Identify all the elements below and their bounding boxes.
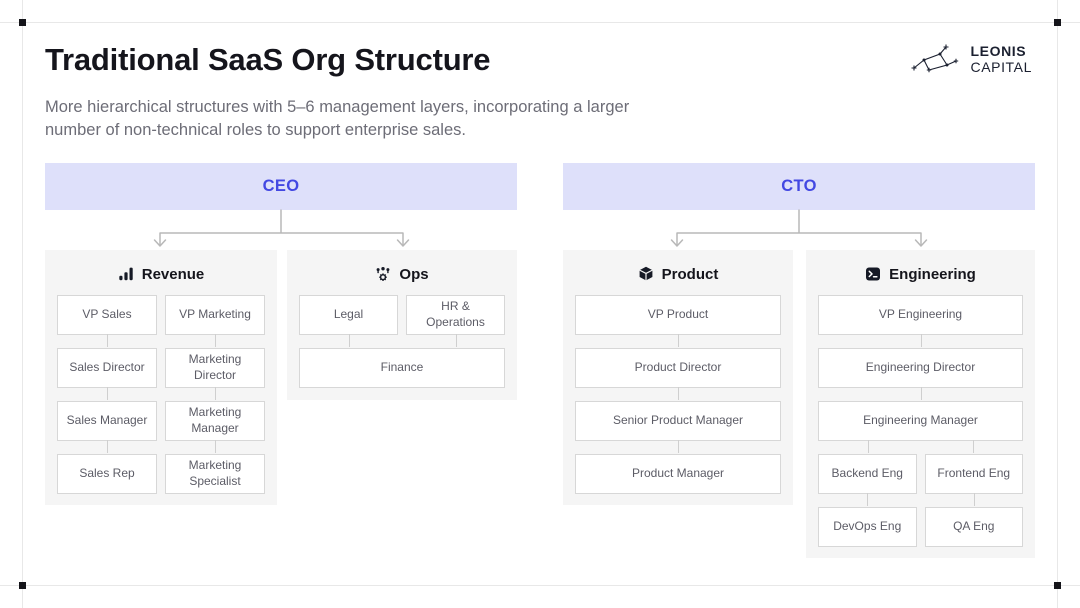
role-box-sales-director: Sales Director <box>57 348 157 400</box>
role-box-backend-eng: Backend Eng <box>818 454 917 506</box>
frame-handle-bottom-right[interactable] <box>1054 582 1061 589</box>
subtitle-line: More hierarchical structures with 5–6 ma… <box>45 98 630 116</box>
dept-header-engineering: Engineering <box>806 250 1035 295</box>
team-gear-icon <box>375 266 391 282</box>
role-box-engineering-director: Engineering Director <box>818 348 1023 400</box>
constellation-icon <box>909 40 961 78</box>
role-box-vp-sales: VP Sales <box>57 295 157 347</box>
role-box-marketing-director: Marketing Director <box>165 348 265 400</box>
frame-handle-bottom-left[interactable] <box>19 582 26 589</box>
role-box-vp-marketing: VP Marketing <box>165 295 265 347</box>
dept-title: Revenue <box>141 265 205 283</box>
dept-header-revenue: Revenue <box>45 250 277 295</box>
subtitle-line: number of non-technical roles to support… <box>45 121 466 139</box>
logo-line-2: CAPITAL <box>970 59 1032 75</box>
dept-panel-ops: Ops Legal HR & Operations Finance <box>287 250 517 400</box>
dept-panel-product: Product VP Product Product Director Seni… <box>563 250 793 505</box>
dept-title: Ops <box>399 265 429 283</box>
role-box-sales-manager: Sales Manager <box>57 401 157 453</box>
dept-title: Product <box>661 265 719 283</box>
role-box-vp-engineering: VP Engineering <box>818 295 1023 347</box>
role-box-marketing-specialist: Marketing Specialist <box>165 454 265 494</box>
logo-line-1: LEONIS <box>970 43 1027 59</box>
role-box-frontend-eng: Frontend Eng <box>924 454 1023 506</box>
frame-crop-line-left <box>22 0 23 608</box>
exec-box-cto: CTO <box>563 163 1035 210</box>
role-box-finance: Finance <box>299 348 505 388</box>
role-box-devops-eng: DevOps Eng <box>818 507 917 547</box>
role-box-product-director: Product Director <box>575 348 781 400</box>
dept-header-ops: Ops <box>287 250 517 295</box>
terminal-icon <box>865 266 881 282</box>
exec-box-ceo: CEO <box>45 163 517 210</box>
role-box-engineering-manager: Engineering Manager <box>818 401 1023 453</box>
frame-crop-line-right <box>1057 0 1058 608</box>
bar-chart-icon <box>118 266 134 282</box>
role-box-legal: Legal <box>299 295 398 347</box>
page-title: Traditional SaaS Org Structure <box>45 42 491 77</box>
frame-crop-line-bottom <box>0 585 1080 586</box>
role-box-product-manager: Product Manager <box>575 454 781 494</box>
cube-icon <box>638 266 654 282</box>
frame-handle-top-right[interactable] <box>1054 19 1061 26</box>
role-box-qa-eng: QA Eng <box>924 507 1023 547</box>
dept-title: Engineering <box>889 265 976 283</box>
role-box-vp-product: VP Product <box>575 295 781 347</box>
leonis-capital-logo: LEONIS CAPITAL <box>909 40 1032 78</box>
dept-header-product: Product <box>563 250 793 295</box>
frame-handle-top-left[interactable] <box>19 19 26 26</box>
dept-panel-engineering: Engineering VP Engineering Engineering D… <box>806 250 1035 558</box>
logo-wordmark: LEONIS CAPITAL <box>970 43 1032 75</box>
role-box-marketing-manager: Marketing Manager <box>165 401 265 453</box>
role-box-hr-operations: HR & Operations <box>406 295 505 347</box>
page-subtitle: More hierarchical structures with 5–6 ma… <box>45 96 629 142</box>
dept-panel-revenue: Revenue VP Sales VP Marketing Sales Dire… <box>45 250 277 505</box>
role-box-senior-product-manager: Senior Product Manager <box>575 401 781 453</box>
frame-crop-line-top <box>0 22 1080 23</box>
role-box-sales-rep: Sales Rep <box>57 454 157 494</box>
